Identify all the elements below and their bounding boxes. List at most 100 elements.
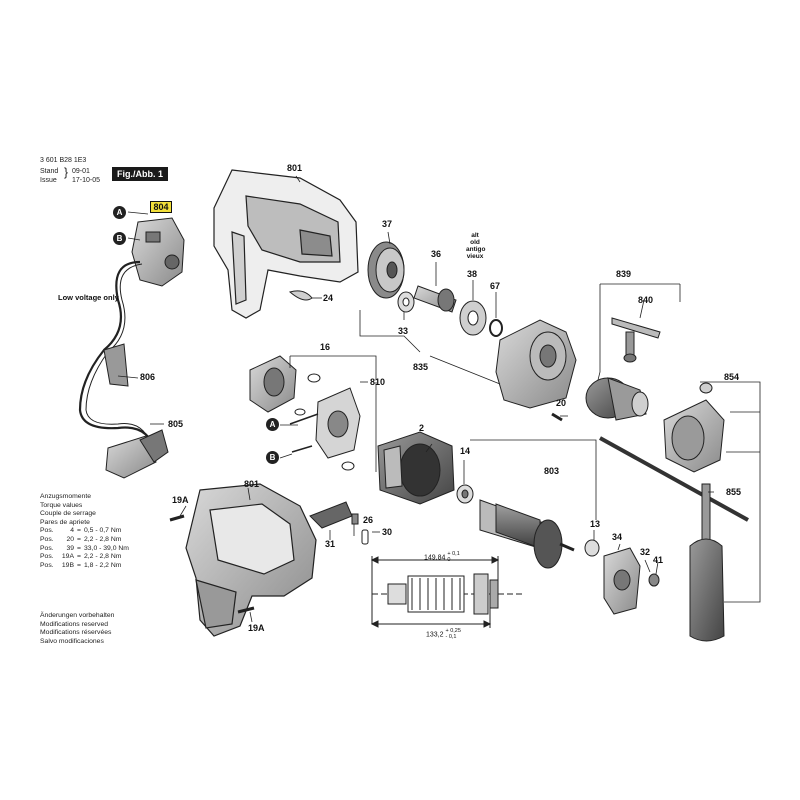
- torque-eq: =: [77, 544, 81, 552]
- stand-label: Stand: [40, 168, 59, 175]
- front-housing-854: [663, 382, 725, 473]
- part-label-37: 37: [382, 219, 393, 229]
- part-label-20: 20: [556, 398, 567, 408]
- washer-33: [397, 291, 415, 313]
- gear-37: [367, 241, 405, 299]
- part-label-801-top: 801: [287, 163, 303, 173]
- marker-b: B: [113, 232, 126, 245]
- part-label-855: 855: [726, 487, 742, 497]
- low-voltage-note: Low voltage only: [58, 293, 119, 302]
- torque-header-de: Anzugsmomente: [40, 493, 92, 500]
- torque-row: Pos.19B=1,8 - 2,2 Nm: [40, 562, 129, 571]
- bearing-13: [584, 539, 600, 557]
- gear-carrier-34: [603, 547, 641, 615]
- armature-803: [479, 499, 575, 569]
- torque-value: 0,5 - 0,7 Nm: [84, 527, 122, 535]
- torque-eq: =: [77, 561, 81, 569]
- screw-19a: [169, 514, 255, 614]
- ring-41: [648, 573, 660, 587]
- small-rings: [294, 373, 355, 471]
- torque-pos: Pos.: [40, 561, 54, 569]
- part-label-840: 840: [638, 295, 654, 305]
- part-label-38: 38: [467, 269, 478, 279]
- part-label-805: 805: [168, 419, 184, 429]
- part-label-16: 16: [320, 342, 331, 352]
- stand-value: 09-01: [72, 168, 90, 175]
- part-label-13: 13: [590, 519, 601, 529]
- depth-stop-rod: [599, 436, 749, 522]
- ring-67: [489, 319, 503, 337]
- housing-half-top: [213, 169, 359, 319]
- dimension-lower-tol-minus: - 0,1: [445, 633, 457, 640]
- part-label-26: 26: [363, 515, 374, 525]
- document-number: 3 601 B28 1E3: [40, 157, 87, 164]
- part-label-839: 839: [616, 269, 632, 279]
- modifications-de: Änderungen vorbehalten: [40, 612, 115, 619]
- torque-eq: =: [77, 535, 81, 543]
- part-804-highlight: 804: [150, 201, 172, 213]
- part-label-806: 806: [140, 372, 156, 382]
- old-note-line: old: [470, 239, 480, 246]
- part-label-24: 24: [323, 293, 334, 303]
- housing-half-bottom: [185, 483, 317, 637]
- gear-38: [459, 300, 487, 336]
- modifications-es: Salvo modificaciones: [40, 637, 104, 645]
- issue-label: Issue: [40, 177, 57, 184]
- marker-a-lower: A: [266, 418, 279, 431]
- side-handle-855: [689, 483, 725, 642]
- torque-header-es: Pares de apriete: [40, 518, 90, 526]
- torque-part: 19A: [61, 553, 74, 561]
- spindle-36: [413, 285, 457, 313]
- part-label-41: 41: [653, 555, 664, 565]
- dimension-upper: 149,84 + 0,1 0: [424, 551, 460, 563]
- plug-805: [105, 429, 169, 479]
- dimension-upper-value: 149,84: [424, 554, 446, 562]
- chuck-839: [585, 377, 649, 421]
- part-label-31: 31: [325, 539, 336, 549]
- alt-old-note: alt old antigo vieux: [466, 232, 486, 260]
- torque-table: Anzugsmomente Torque values Couple de se…: [40, 493, 129, 570]
- torque-eq: =: [77, 553, 81, 561]
- part-label-30: 30: [382, 527, 393, 537]
- torque-pos: Pos.: [40, 553, 54, 561]
- leader-lines: [117, 175, 761, 623]
- brush-holder-16: [249, 355, 297, 413]
- switch-part-804: [131, 217, 185, 287]
- part-label-36: 36: [431, 249, 442, 259]
- torque-row: Pos.20=2,2 - 2,8 Nm: [40, 536, 129, 545]
- armature-dimension-drawing: [370, 556, 522, 628]
- dimension-upper-tol-plus: + 0,1: [447, 551, 460, 557]
- spring-26: [351, 513, 359, 525]
- part-label-810: 810: [370, 377, 386, 387]
- clip-part-24: [288, 290, 313, 301]
- part-label-801-bottom: 801: [244, 479, 260, 489]
- dimension-upper-tolerance: + 0,1 0: [447, 551, 460, 563]
- part-label-33: 33: [398, 326, 409, 336]
- part-label-19a-top: 19A: [172, 495, 189, 505]
- torque-part: 4: [70, 527, 74, 535]
- part-label-32: 32: [640, 547, 651, 557]
- modifications-note: Änderungen vorbehalten Modifications res…: [40, 612, 114, 646]
- part-label-19a-bottom: 19A: [248, 623, 265, 633]
- part-label-2: 2: [419, 423, 425, 433]
- chuck-key-840: [611, 317, 661, 363]
- torque-part: 20: [66, 535, 74, 543]
- screw-20: [551, 412, 563, 422]
- gear-housing-835: [495, 319, 577, 409]
- torque-pos: Pos.: [40, 527, 54, 535]
- dimension-lower-tol-plus: + 0,25: [445, 628, 461, 634]
- alt-note-line: alt: [471, 232, 479, 239]
- torque-value: 33,0 - 39,0 Nm: [84, 544, 129, 552]
- vieux-note-line: vieux: [466, 253, 484, 260]
- antigo-note-line: antigo: [466, 246, 486, 253]
- part-label-803: 803: [544, 466, 560, 476]
- dimension-lower-tolerance: + 0,25 - 0,1: [445, 628, 461, 640]
- torque-pos: Pos.: [40, 535, 54, 543]
- dimension-lower: 133,2 + 0,25 - 0,1: [426, 628, 461, 640]
- torque-row: Pos.39=33,0 - 39,0 Nm: [40, 545, 129, 554]
- brace: }: [64, 165, 69, 179]
- dimension-upper-tol-minus: 0: [447, 556, 451, 563]
- torque-row: Pos.19A=2,2 - 2,8 Nm: [40, 553, 129, 562]
